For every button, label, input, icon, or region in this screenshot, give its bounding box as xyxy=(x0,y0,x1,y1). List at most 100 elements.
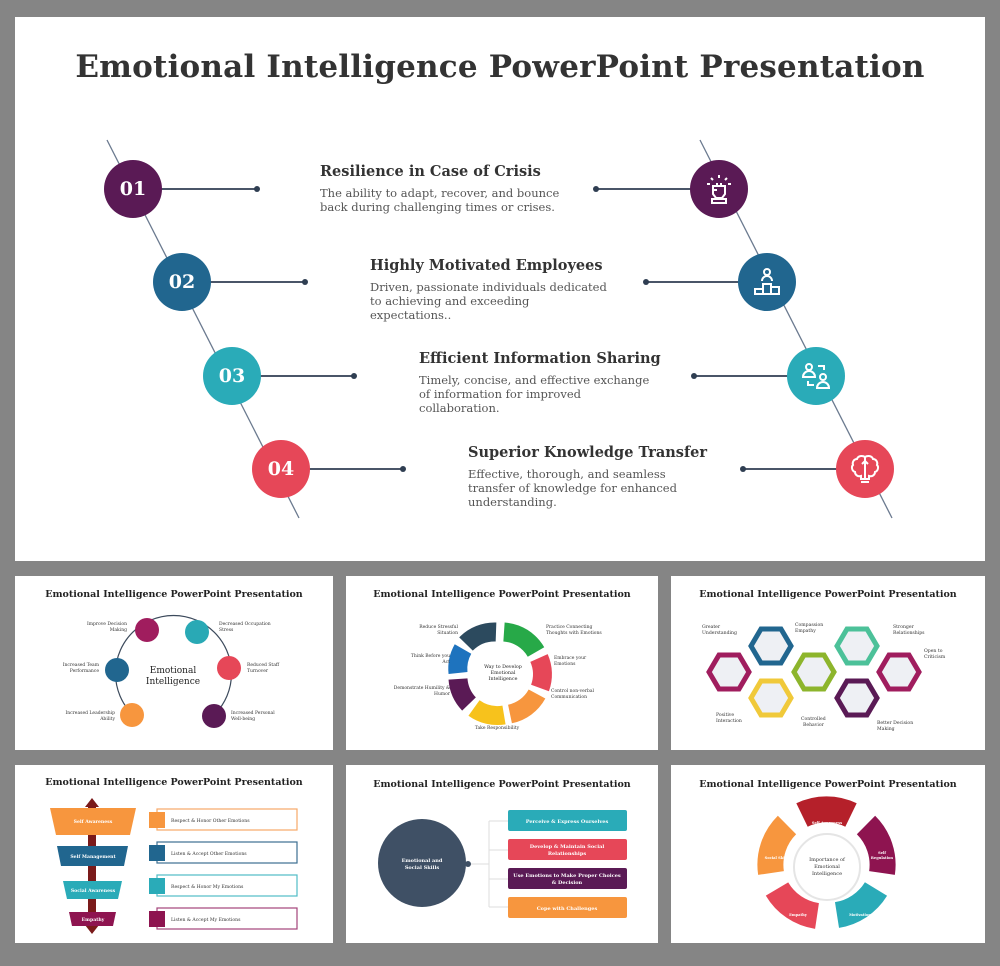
box-label: Respect & Honor My Emotions xyxy=(171,884,244,890)
label: Well-being xyxy=(231,716,255,722)
connector-line xyxy=(182,281,306,283)
thumb-title: Emotional Intelligence PowerPoint Presen… xyxy=(699,779,957,790)
turnover-icon xyxy=(217,656,241,680)
label: Positive xyxy=(716,712,734,718)
center-label: Social Skills xyxy=(405,865,440,871)
segment-label: Motivation xyxy=(849,913,871,917)
segment-label: Social Skills xyxy=(765,856,790,860)
label: Practice Connecting xyxy=(546,624,593,630)
podium-icon xyxy=(738,253,796,311)
label: Better Decision xyxy=(877,720,913,726)
main-slide[interactable]: Emotional Intelligence PowerPoint Presen… xyxy=(15,17,985,561)
label: Criticism xyxy=(924,654,946,660)
box-label: Listen & Accept Other Emotions xyxy=(171,851,247,857)
box-label: Relationships xyxy=(548,851,587,857)
label: Controlled xyxy=(801,716,826,722)
label: Take Responsibility xyxy=(475,725,520,731)
label: Understanding xyxy=(702,630,737,636)
item-description: The ability to adapt, recover, and bounc… xyxy=(320,186,560,214)
label: Emotions xyxy=(554,661,576,667)
label: Thoughts with Emotions xyxy=(546,630,602,636)
label: Ability xyxy=(99,716,115,722)
thumbnail-slide-1[interactable]: Emotional Intelligence PowerPoint Presen… xyxy=(15,576,333,750)
segment-label: Self xyxy=(878,851,886,855)
cycle-diagram: Emotional Intelligence PowerPoint Presen… xyxy=(373,589,631,731)
box-label: & Decision xyxy=(552,880,583,886)
center-label: Intelligence xyxy=(489,676,518,682)
decision-icon xyxy=(135,618,159,642)
connector-dot xyxy=(351,373,357,379)
label: Reduce Stressful xyxy=(419,624,458,630)
box-label: Respect & Honor Other Emotions xyxy=(171,818,250,824)
thumbnail-slide-4[interactable]: Emotional Intelligence PowerPoint Presen… xyxy=(15,765,333,943)
step-number-02: 02 xyxy=(153,253,211,311)
label: Control non-verbal xyxy=(551,688,595,694)
item-description: Effective, thorough, and seamless transf… xyxy=(468,467,677,509)
thumb-title: Emotional Intelligence PowerPoint Presen… xyxy=(45,777,303,788)
thumb-title: Emotional Intelligence PowerPoint Presen… xyxy=(373,589,631,600)
connector-dot xyxy=(740,466,746,472)
thumb-title: Emotional Intelligence PowerPoint Presen… xyxy=(45,589,303,600)
label: Making xyxy=(110,627,127,633)
label: Greater xyxy=(702,624,721,630)
item-title: Resilience in Case of Crisis xyxy=(320,163,541,180)
step-number-01: 01 xyxy=(104,160,162,218)
connector-line xyxy=(596,188,706,190)
label: Making xyxy=(877,726,895,732)
box-label: Perceive & Express Ourselves xyxy=(526,819,609,825)
connector-dot xyxy=(400,466,406,472)
label: Increased Personal xyxy=(231,710,275,716)
label: Communication xyxy=(551,694,587,700)
label: Situation xyxy=(437,630,458,636)
connector-dot xyxy=(643,279,649,285)
center-label: Way to Develop xyxy=(484,664,522,670)
label: Interaction xyxy=(716,718,742,724)
label: Humor xyxy=(434,691,451,697)
importance-donut: Emotional Intelligence PowerPoint Presen… xyxy=(699,779,957,929)
box-label: Develop & Maintain Social xyxy=(530,844,605,850)
thumbnail-slide-3[interactable]: Emotional Intelligence PowerPoint Presen… xyxy=(671,576,985,750)
center-label: Emotional and xyxy=(402,858,443,864)
item-title: Highly Motivated Employees xyxy=(370,257,603,274)
connector-line xyxy=(646,281,756,283)
label: Act xyxy=(441,659,450,665)
label: Empathy xyxy=(795,628,816,634)
label: Demonstrate Humility & xyxy=(394,685,450,691)
label: Open to xyxy=(924,648,943,654)
connector-dot xyxy=(302,279,308,285)
level-label: Self Awareness xyxy=(74,819,113,825)
item-title: Efficient Information Sharing xyxy=(419,350,661,367)
skills-diagram: Emotional Intelligence PowerPoint Presen… xyxy=(373,779,631,918)
connector-line xyxy=(232,375,356,377)
label: Stress xyxy=(219,627,234,633)
thumbnail-slide-6[interactable]: Emotional Intelligence PowerPoint Presen… xyxy=(671,765,985,943)
label: Compassion xyxy=(795,622,823,628)
item-title: Superior Knowledge Transfer xyxy=(468,444,708,461)
people-exchange-icon xyxy=(787,347,845,405)
center-label: Emotional xyxy=(814,864,840,870)
label: Reduced Staff xyxy=(247,662,280,668)
wellbeing-icon xyxy=(202,704,226,728)
label: Think Before you xyxy=(411,653,450,659)
step-number-03: 03 xyxy=(203,347,261,405)
center-label: Emotional xyxy=(150,666,197,676)
label: Increased Leadership xyxy=(65,710,115,716)
leadership-icon xyxy=(120,703,144,727)
thumbnail-slide-2[interactable]: Emotional Intelligence PowerPoint Presen… xyxy=(346,576,658,750)
center-label: Intelligence xyxy=(146,677,200,687)
box-label: Listen & Accept My Emotions xyxy=(171,917,241,923)
thumb-title: Emotional Intelligence PowerPoint Presen… xyxy=(699,589,957,600)
label: Stronger xyxy=(893,624,915,630)
item-description: Driven, passionate individuals dedicated… xyxy=(370,280,607,322)
thumbnail-slide-5[interactable]: Emotional Intelligence PowerPoint Presen… xyxy=(346,765,658,943)
level-label: Self Management xyxy=(70,854,116,860)
connector-line xyxy=(133,188,257,190)
center-label: Emotional xyxy=(491,670,516,676)
outcomes-circle-diagram: Emotional Intelligence PowerPoint Presen… xyxy=(45,589,303,728)
slide-title: Emotional Intelligence PowerPoint Presen… xyxy=(75,49,925,85)
label: Increased Team xyxy=(63,662,100,668)
step-number-04: 04 xyxy=(252,440,310,498)
segment-label: Empathy xyxy=(789,913,808,917)
box-label: Use Emotions to Make Proper Choices xyxy=(513,873,621,879)
connector-dot xyxy=(254,186,260,192)
